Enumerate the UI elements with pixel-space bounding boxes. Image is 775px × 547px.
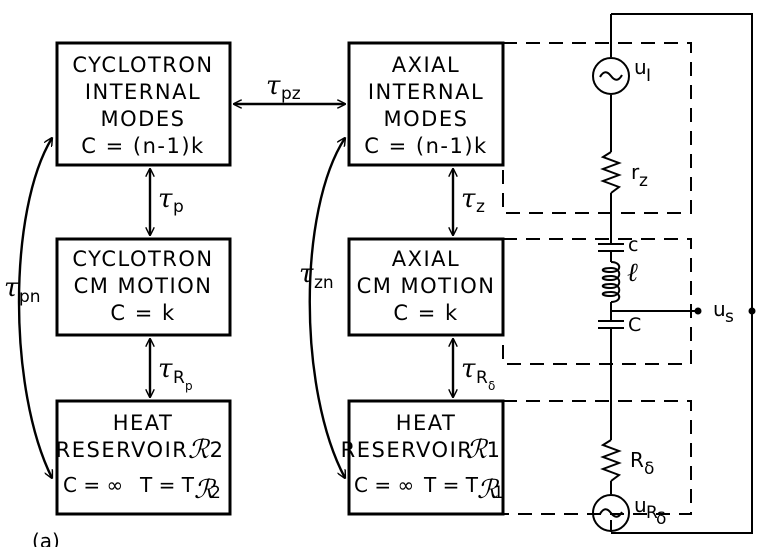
dashed-enclosure-reservoir bbox=[502, 400, 692, 515]
svg-text:R: R bbox=[646, 503, 658, 523]
label-ell: ℓ bbox=[627, 258, 638, 288]
svg-text:R: R bbox=[476, 368, 488, 388]
outer-loop-wire bbox=[611, 13, 753, 534]
label-tau-pz: τ pz bbox=[266, 71, 301, 104]
svg-text:R: R bbox=[173, 368, 185, 388]
svg-text:δ: δ bbox=[656, 509, 666, 529]
svg-text:pz: pz bbox=[281, 84, 301, 104]
dashed-enclosure-cm bbox=[502, 238, 692, 365]
label-tau-zn: τ zn bbox=[299, 259, 334, 293]
svg-text:C = k: C = k bbox=[110, 301, 175, 325]
svg-text:T = T: T = T bbox=[139, 473, 195, 497]
svg-text:δ: δ bbox=[644, 459, 654, 479]
figure-label: (a) bbox=[32, 529, 60, 547]
svg-text:τ: τ bbox=[158, 184, 173, 214]
resistor-Rdelta-icon bbox=[600, 439, 622, 482]
svg-text:δ: δ bbox=[488, 379, 495, 393]
dashed-enclosure-internal bbox=[502, 42, 692, 214]
svg-text:HEAT: HEAT bbox=[113, 411, 174, 435]
svg-text:AXIAL: AXIAL bbox=[392, 247, 461, 271]
axial-cm-motion-box: AXIAL CM MOTION C = k bbox=[347, 237, 505, 337]
heat-reservoir-1-box: HEAT RESERVOIR ℛ 1 C = ∞ T = T ℛ 1 bbox=[341, 399, 505, 516]
heat-reservoir-2-box: HEAT RESERVOIR ℛ 2 C = ∞ T = T ℛ 2 bbox=[55, 399, 232, 516]
svg-text:RESERVOIR: RESERVOIR bbox=[341, 438, 474, 462]
label-tau-pn: τ pn bbox=[4, 273, 41, 307]
label-tau-rd: τ R δ bbox=[461, 354, 495, 393]
loop-node bbox=[748, 307, 756, 315]
svg-text:τ: τ bbox=[461, 354, 476, 384]
svg-text:1: 1 bbox=[493, 483, 504, 503]
svg-text:pn: pn bbox=[19, 287, 41, 307]
curved-arrow-pn bbox=[17, 138, 52, 478]
svg-text:τ: τ bbox=[4, 273, 19, 303]
svg-text:u: u bbox=[634, 55, 647, 79]
svg-text:ℛ: ℛ bbox=[194, 475, 217, 505]
label-Rdelta: R δ bbox=[630, 448, 654, 479]
svg-text:CM MOTION: CM MOTION bbox=[74, 274, 213, 298]
svg-text:C = ∞: C = ∞ bbox=[354, 473, 414, 497]
svg-text:τ: τ bbox=[266, 71, 281, 101]
svg-text:p: p bbox=[173, 197, 184, 217]
label-c: c bbox=[628, 234, 638, 256]
cyclotron-cm-motion-box: CYCLOTRON CM MOTION C = k bbox=[55, 237, 232, 337]
svg-text:C = (n-1)k: C = (n-1)k bbox=[81, 134, 204, 158]
svg-text:C = k: C = k bbox=[393, 301, 458, 325]
svg-text:MODES: MODES bbox=[101, 107, 186, 131]
inductor-icon bbox=[601, 261, 621, 303]
svg-text:C = ∞: C = ∞ bbox=[63, 473, 123, 497]
svg-text:u: u bbox=[634, 493, 647, 517]
svg-text:zn: zn bbox=[314, 273, 334, 293]
svg-text:CM MOTION: CM MOTION bbox=[357, 274, 496, 298]
circuit: u I r z c ℓ C u s R δ u R δ bbox=[592, 13, 756, 534]
svg-text:ℛ: ℛ bbox=[466, 435, 489, 465]
svg-text:1: 1 bbox=[487, 438, 502, 462]
curved-arrow-zn bbox=[308, 138, 345, 478]
svg-text:C = (n-1)k: C = (n-1)k bbox=[364, 134, 487, 158]
svg-text:INTERNAL: INTERNAL bbox=[368, 80, 484, 104]
resistor-rz-icon bbox=[600, 151, 622, 194]
svg-text:CYCLOTRON: CYCLOTRON bbox=[72, 247, 213, 271]
svg-text:τ: τ bbox=[158, 354, 173, 384]
svg-text:s: s bbox=[725, 307, 734, 327]
voltage-source-uRdelta-icon bbox=[592, 494, 630, 532]
svg-text:2: 2 bbox=[210, 483, 221, 503]
svg-text:p: p bbox=[185, 379, 193, 393]
label-C: C bbox=[628, 314, 641, 336]
svg-text:ℛ: ℛ bbox=[477, 475, 500, 505]
cyclotron-internal-modes-box: CYCLOTRON INTERNAL MODES C = (n-1)k bbox=[55, 41, 232, 167]
label-uI: u I bbox=[634, 55, 651, 86]
svg-text:CYCLOTRON: CYCLOTRON bbox=[72, 53, 213, 77]
output-node bbox=[694, 307, 702, 315]
svg-text:u: u bbox=[713, 297, 726, 321]
label-uRdelta: u R δ bbox=[634, 493, 666, 529]
label-tau-rp: τ R p bbox=[158, 354, 193, 393]
voltage-source-uI-icon bbox=[592, 57, 630, 95]
label-tau-z: τ z bbox=[461, 184, 485, 217]
svg-text:τ: τ bbox=[299, 259, 314, 289]
svg-text:ℛ: ℛ bbox=[188, 435, 211, 465]
svg-text:2: 2 bbox=[210, 438, 225, 462]
axial-internal-modes-box: AXIAL INTERNAL MODES C = (n-1)k bbox=[347, 41, 505, 167]
svg-text:RESERVOIR: RESERVOIR bbox=[56, 438, 189, 462]
label-rz: r z bbox=[631, 160, 648, 191]
svg-text:INTERNAL: INTERNAL bbox=[85, 80, 201, 104]
label-us: u s bbox=[713, 297, 734, 327]
svg-text:AXIAL: AXIAL bbox=[392, 53, 461, 77]
svg-text:z: z bbox=[639, 171, 648, 191]
svg-text:z: z bbox=[476, 197, 485, 217]
svg-text:R: R bbox=[630, 448, 644, 472]
svg-text:T = T: T = T bbox=[423, 473, 479, 497]
svg-text:r: r bbox=[631, 160, 640, 184]
svg-text:MODES: MODES bbox=[384, 107, 469, 131]
svg-text:HEAT: HEAT bbox=[396, 411, 457, 435]
label-tau-p: τ p bbox=[158, 184, 184, 217]
svg-text:I: I bbox=[646, 66, 651, 86]
svg-text:τ: τ bbox=[461, 184, 476, 214]
